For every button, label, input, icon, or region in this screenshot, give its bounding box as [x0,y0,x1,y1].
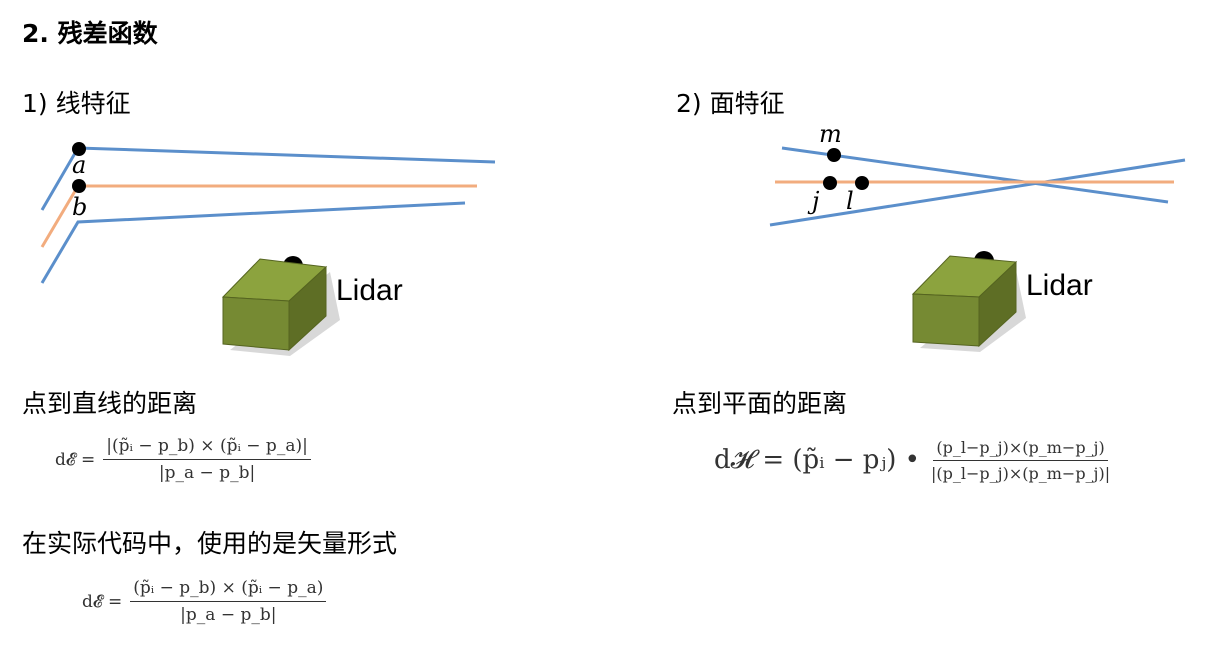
formula-denominator: |p_a − p_b| [158,463,256,483]
vector-form-formula: d𝓔 = (p̃ᵢ − p_b) × (p̃ᵢ − p_a) |p_a − p_b| [82,578,327,625]
plane-feature-heading: 2) 面特征 [676,89,785,118]
lidar-label: Lidar [1026,269,1093,302]
orange-line [40,184,477,248]
formula-numerator: (p_l−p_j)×(p_m−p_j) [933,438,1108,461]
formula-lhs: d𝓔 = [55,449,96,470]
formula-lhs: d𝓗 = (p̃ᵢ − pⱼ) • [714,445,920,475]
point-b [72,179,86,193]
point-m [827,148,841,162]
blue-line-bottom [769,158,1186,227]
line-feature-diagram: a b Lidar [40,142,496,356]
lidar-label: Lidar [336,274,403,307]
point-a [72,142,86,156]
line-feature-heading: 1) 线特征 [22,89,131,118]
blue-line-top [781,146,1169,204]
box-front [912,293,980,347]
line-distance-caption: 点到直线的距离 [22,389,198,418]
label-l: l [846,187,854,215]
line-distance-formula: d𝓔 = |(p̃ᵢ − p_b) × (p̃ᵢ − p_a)| |p_a − p_… [55,436,311,483]
formula-fraction: (p̃ᵢ − p_b) × (p̃ᵢ − p_a) |p_a − p_b| [130,578,327,625]
point-l [855,176,869,190]
formula-numerator: (p̃ᵢ − p_b) × (p̃ᵢ − p_a) [130,578,327,602]
formula-lhs: d𝓔 = [82,591,123,612]
formula-denominator: |(p_l−p_j)×(p_m−p_j)| [931,464,1111,483]
formula-numerator: |(p̃ᵢ − p_b) × (p̃ᵢ − p_a)| [103,436,311,460]
formula-fraction: (p_l−p_j)×(p_m−p_j) |(p_l−p_j)×(p_m−p_j)| [928,438,1113,483]
point-j [823,176,837,190]
plane-distance-caption: 点到平面的距离 [672,389,848,418]
plane-distance-formula: d𝓗 = (p̃ᵢ − pⱼ) • (p_l−p_j)×(p_m−p_j) |(p_… [714,438,1113,483]
label-a: a [72,151,86,179]
formula-denominator: |p_a − p_b| [180,605,277,625]
vector-form-caption: 在实际代码中，使用的是矢量形式 [22,529,398,558]
label-j: j [807,187,820,215]
plane-feature-diagram: m j l Lidar [769,120,1186,352]
formula-fraction: |(p̃ᵢ − p_b) × (p̃ᵢ − p_a)| |p_a − p_b| [103,436,311,483]
box-front [222,296,290,351]
blue-line-upper [40,146,496,211]
blue-line-lower [40,201,466,284]
section-title: 2. 残差函数 [22,19,158,48]
label-m: m [819,120,842,148]
label-b: b [72,193,87,221]
